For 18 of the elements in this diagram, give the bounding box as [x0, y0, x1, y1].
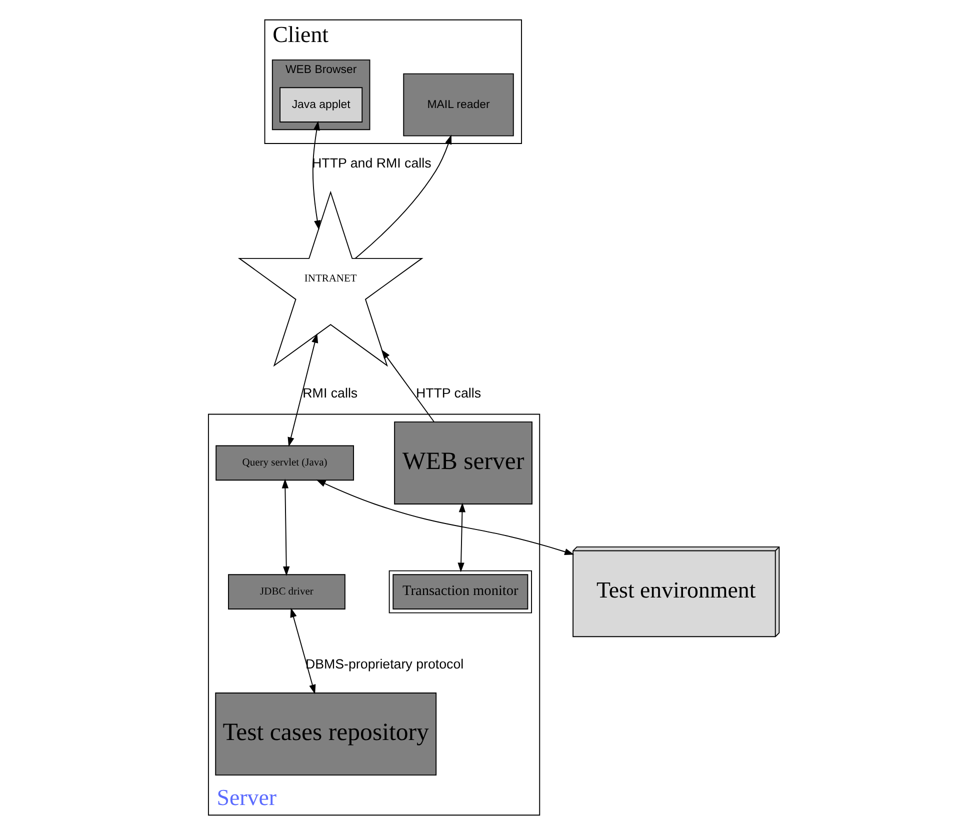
arrow [458, 502, 466, 572]
node-box: MAIL reader [403, 73, 514, 136]
arrow [288, 333, 318, 447]
edge-label: RMI calls [302, 385, 358, 400]
arrow [381, 349, 435, 422]
node-box: Test cases repository [215, 692, 437, 776]
node-box: Transaction monitor [388, 570, 532, 614]
arrow [354, 134, 452, 259]
node-box: WEB server [394, 421, 532, 504]
edge-label: HTTP calls [416, 385, 482, 400]
arrow [282, 478, 290, 576]
edge-label: DBMS-proprietary protocol [305, 656, 464, 672]
arrow [290, 608, 316, 694]
arrow [312, 120, 321, 230]
node-box: Java applet [280, 87, 363, 122]
node-box: Query servlet (Java) [216, 445, 354, 481]
arrow [316, 480, 574, 555]
node-box: JDBC driver [228, 574, 346, 610]
